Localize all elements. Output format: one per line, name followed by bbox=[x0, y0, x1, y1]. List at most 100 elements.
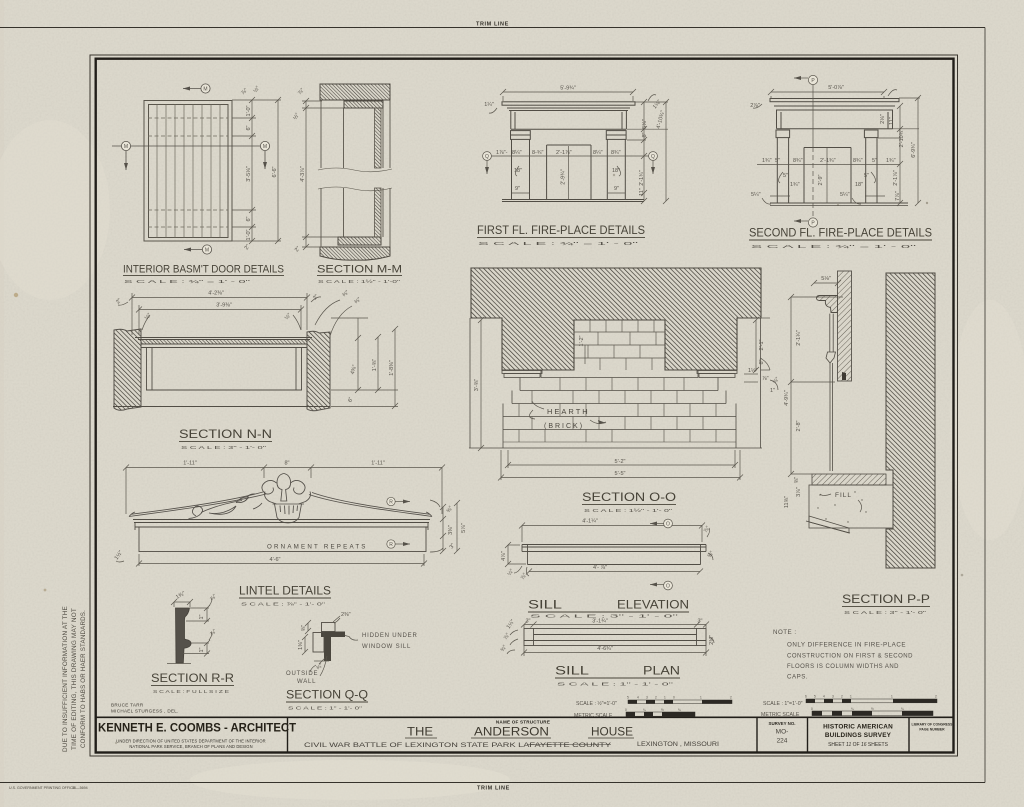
svg-text:MICHAEL STURGESS , DEL.: MICHAEL STURGESS , DEL. bbox=[111, 709, 179, 714]
svg-text:M: M bbox=[263, 144, 267, 150]
svg-text:NOTE :: NOTE : bbox=[773, 629, 797, 636]
svg-text:8¾": 8¾" bbox=[793, 158, 803, 164]
svg-text:SECTION M-M: SECTION M-M bbox=[317, 264, 402, 276]
svg-text:4'-6": 4'-6" bbox=[270, 557, 281, 563]
svg-text:8¼": 8¼" bbox=[512, 150, 522, 156]
svg-text:¾": ¾" bbox=[315, 663, 324, 672]
svg-text:NAME OF STRUCTURE: NAME OF STRUCTURE bbox=[496, 720, 550, 725]
svg-text:3'-⅜": 3'-⅜" bbox=[474, 379, 480, 392]
svg-text:7⅞": 7⅞" bbox=[895, 191, 901, 201]
svg-text:2'-10¾": 2'-10¾" bbox=[899, 129, 905, 148]
svg-text:SECOND FL. FIRE-PLACE DETAIL: SECOND FL. FIRE-PLACE DETAILS bbox=[749, 228, 932, 240]
svg-text:2'-1¾": 2'-1¾" bbox=[639, 170, 645, 186]
svg-text:⅞": ⅞" bbox=[209, 594, 218, 603]
svg-text:ELEVATION: ELEVATION bbox=[617, 598, 689, 612]
svg-text:¼: ¼ bbox=[643, 708, 646, 712]
svg-text:2'-1¼": 2'-1¼" bbox=[796, 330, 802, 346]
svg-text:4'-2⅜": 4'-2⅜" bbox=[208, 291, 224, 297]
svg-text:5'-9¾": 5'-9¾" bbox=[560, 86, 576, 92]
svg-text:1": 1" bbox=[770, 388, 775, 394]
svg-text:6: 6 bbox=[805, 695, 807, 699]
svg-text:1¾": 1¾" bbox=[790, 182, 800, 188]
svg-text:1⅛": 1⅛" bbox=[652, 99, 663, 110]
svg-text:2: 2 bbox=[730, 696, 732, 700]
svg-text:½": ½" bbox=[252, 85, 262, 94]
svg-text:4'- ⅞": 4'- ⅞" bbox=[593, 565, 607, 571]
svg-text:3: 3 bbox=[646, 696, 648, 700]
svg-text:INTERIOR BASM'T DOOR DETAILS: INTERIOR BASM'T DOOR DETAILS bbox=[123, 264, 284, 276]
svg-text:BRUCE TARR: BRUCE TARR bbox=[111, 703, 144, 708]
svg-text:18": 18" bbox=[612, 168, 620, 174]
svg-text:CONFORM TO HABS OR HAER STANDA: CONFORM TO HABS OR HAER STANDARDS. bbox=[80, 610, 87, 748]
svg-text:11⅜": 11⅜" bbox=[784, 496, 790, 508]
svg-text:6": 6" bbox=[347, 397, 354, 403]
svg-text:KENNETH E. COOMBS - ARCHITECT: KENNETH E. COOMBS - ARCHITECT bbox=[98, 721, 297, 735]
svg-text:SECTION R-R: SECTION R-R bbox=[151, 673, 234, 685]
svg-text:1¾": 1¾" bbox=[762, 158, 772, 164]
svg-text:1'-2": 1'-2" bbox=[579, 335, 585, 346]
svg-text:0: 0 bbox=[811, 707, 813, 711]
svg-text:WINDOW SILL: WINDOW SILL bbox=[362, 644, 411, 650]
svg-text:FIRST FL. FIRE-PLACE DETAIL: FIRST FL. FIRE-PLACE DETAILS bbox=[477, 225, 645, 237]
svg-text:2": 2" bbox=[294, 246, 302, 254]
svg-text:SECTION P-P: SECTION P-P bbox=[842, 594, 930, 606]
svg-text:8-¾": 8-¾" bbox=[532, 150, 543, 156]
svg-text:5'-0⅞": 5'-0⅞" bbox=[828, 85, 844, 91]
svg-text:NATIONAL PARK SERVICE, BRANCH: NATIONAL PARK SERVICE, BRANCH OF PLANS A… bbox=[129, 744, 252, 749]
svg-text:5⅛": 5⅛" bbox=[821, 276, 831, 282]
svg-text:6": 6" bbox=[246, 216, 252, 221]
svg-text:¼: ¼ bbox=[851, 707, 854, 711]
svg-text:(BRICK): (BRICK) bbox=[544, 423, 584, 430]
svg-text:SILL: SILL bbox=[555, 664, 589, 678]
svg-text:2⅛": 2⅛" bbox=[880, 114, 886, 124]
svg-text:5": 5" bbox=[864, 173, 869, 179]
svg-text:3": 3" bbox=[697, 619, 702, 625]
svg-text:¾: ¾ bbox=[901, 707, 904, 711]
svg-text:6'-9¾": 6'-9¾" bbox=[911, 142, 917, 158]
svg-text:2⅞": 2⅞" bbox=[750, 103, 760, 109]
svg-text:3⅞": 3⅞" bbox=[796, 487, 802, 497]
svg-text:1⅛": 1⅛" bbox=[748, 368, 758, 374]
svg-text:HIDDEN UNDER: HIDDEN UNDER bbox=[362, 633, 418, 639]
svg-text:2'-1¾": 2'-1¾" bbox=[820, 158, 836, 164]
svg-text:224: 224 bbox=[777, 738, 788, 745]
svg-text:SCALE : 1"=1'-0": SCALE : 1"=1'-0" bbox=[763, 701, 803, 707]
svg-text:½": ½" bbox=[143, 312, 153, 322]
svg-text:3'-9⅜": 3'-9⅜" bbox=[216, 303, 232, 309]
svg-text:1⅜": 1⅜" bbox=[175, 591, 186, 601]
svg-text:4: 4 bbox=[637, 696, 639, 700]
svg-text:1⅞"-: 1⅞"- bbox=[496, 150, 508, 156]
svg-text:P: P bbox=[811, 78, 815, 84]
svg-text:2'-1": 2'-1" bbox=[759, 339, 765, 350]
svg-text:11": 11" bbox=[639, 188, 645, 196]
svg-text:P: P bbox=[811, 221, 815, 227]
svg-text:1¾": 1¾" bbox=[886, 158, 896, 164]
svg-text:S C A L E : ¾": S C A L E : ¾" = 1' - 0" bbox=[751, 244, 917, 250]
svg-text:5: 5 bbox=[627, 696, 629, 700]
svg-text:TRIM LINE: TRIM LINE bbox=[477, 786, 510, 792]
svg-text:1½": 1½" bbox=[113, 549, 124, 561]
svg-text:9": 9" bbox=[515, 186, 520, 192]
svg-text:S C A L E : ¾" =: S C A L E : ¾" = 1' - 0" bbox=[478, 241, 639, 247]
svg-text:⅜": ⅜" bbox=[794, 477, 800, 484]
svg-text:1'-⅜": 1'-⅜" bbox=[372, 359, 378, 372]
svg-text:4'-10¾": 4'-10¾" bbox=[656, 110, 667, 130]
svg-text:1¼": 1¼" bbox=[506, 619, 516, 630]
svg-text:3": 3" bbox=[525, 619, 530, 625]
svg-text:0: 0 bbox=[673, 696, 675, 700]
svg-text:18": 18" bbox=[514, 168, 522, 174]
svg-text:½: ½ bbox=[661, 708, 664, 712]
svg-text:2'-8": 2'-8" bbox=[796, 420, 802, 431]
svg-text:⅜": ⅜" bbox=[353, 297, 362, 306]
svg-text:1⅜": 1⅜" bbox=[298, 640, 304, 650]
svg-text:4: 4 bbox=[823, 695, 825, 699]
svg-text:2⅜": 2⅜" bbox=[709, 635, 715, 645]
svg-text:1'-0": 1'-0" bbox=[246, 229, 252, 240]
svg-text:M: M bbox=[203, 87, 207, 93]
svg-text:5": 5" bbox=[872, 158, 877, 164]
svg-text:ANDERSON: ANDERSON bbox=[474, 727, 549, 739]
svg-text:O: O bbox=[666, 522, 670, 528]
svg-text:4'-6¾": 4'-6¾" bbox=[597, 646, 613, 652]
svg-text:3": 3" bbox=[449, 543, 457, 551]
svg-text:DUE TO INSUFFICIENT INFORMATIO: DUE TO INSUFFICIENT INFORMATION AT THE bbox=[62, 606, 69, 752]
